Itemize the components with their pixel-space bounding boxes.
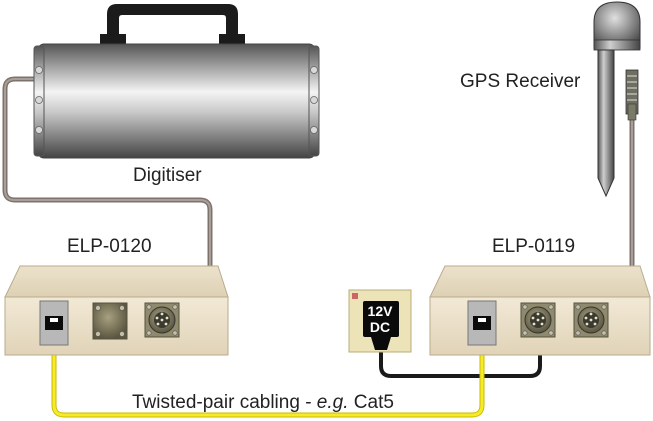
rj45-latch xyxy=(478,318,486,322)
cabling-label-example: e.g. xyxy=(316,392,349,413)
elp-0120-top xyxy=(4,265,229,298)
psu-body xyxy=(363,301,399,337)
gps-collar xyxy=(593,39,641,51)
elp-0120-enclosure xyxy=(4,265,229,356)
psu-current-type-label: DC xyxy=(369,319,391,335)
cabling-label-suffix: Cat5 xyxy=(348,392,394,413)
digitiser-label: Digitiser xyxy=(133,165,202,186)
psu-plug xyxy=(371,337,391,350)
rj45-latch xyxy=(50,318,58,322)
connector-screws xyxy=(575,304,607,336)
gps-cable-gland xyxy=(627,103,637,121)
connector-screws xyxy=(522,304,554,336)
gps-receiver xyxy=(593,1,641,198)
elp-0119-enclosure xyxy=(429,265,651,356)
elp-0119-top xyxy=(429,265,651,298)
digitiser-body xyxy=(37,43,316,159)
connector-pins xyxy=(155,312,169,326)
gps-dome xyxy=(593,1,641,49)
cabling-label-prefix: Twisted-pair cabling - xyxy=(132,392,317,413)
rj45-port-elp-0119 xyxy=(467,300,497,346)
digitiser xyxy=(33,4,320,159)
rj45-socket-icon xyxy=(45,316,63,330)
wall-plate-indicator xyxy=(352,293,358,299)
connector-screws xyxy=(146,304,178,336)
handle-mount-left xyxy=(100,34,126,44)
cabling-label: Twisted-pair cabling - e.g. Cat5 xyxy=(132,392,394,414)
elp-0119-label: ELP-0119 xyxy=(492,236,576,257)
power-cable xyxy=(379,330,542,378)
blank-plate-screws xyxy=(95,305,125,337)
rj45-socket-icon xyxy=(473,316,491,330)
handle-mount-right xyxy=(219,34,245,44)
gps-connector-ribs xyxy=(627,75,637,101)
twisted-pair-cable-highlight xyxy=(52,336,484,417)
connector-pins xyxy=(584,312,598,326)
digitiser-rivets xyxy=(35,66,318,134)
digitiser-handle xyxy=(107,4,238,42)
connector-pins xyxy=(531,312,545,326)
elp-0120-label: ELP-0120 xyxy=(67,236,152,257)
power-supply xyxy=(348,289,412,353)
gps-receiver-label: GPS Receiver xyxy=(460,71,581,92)
psu-voltage-label: 12V xyxy=(367,303,393,319)
gps-spike xyxy=(597,49,615,198)
